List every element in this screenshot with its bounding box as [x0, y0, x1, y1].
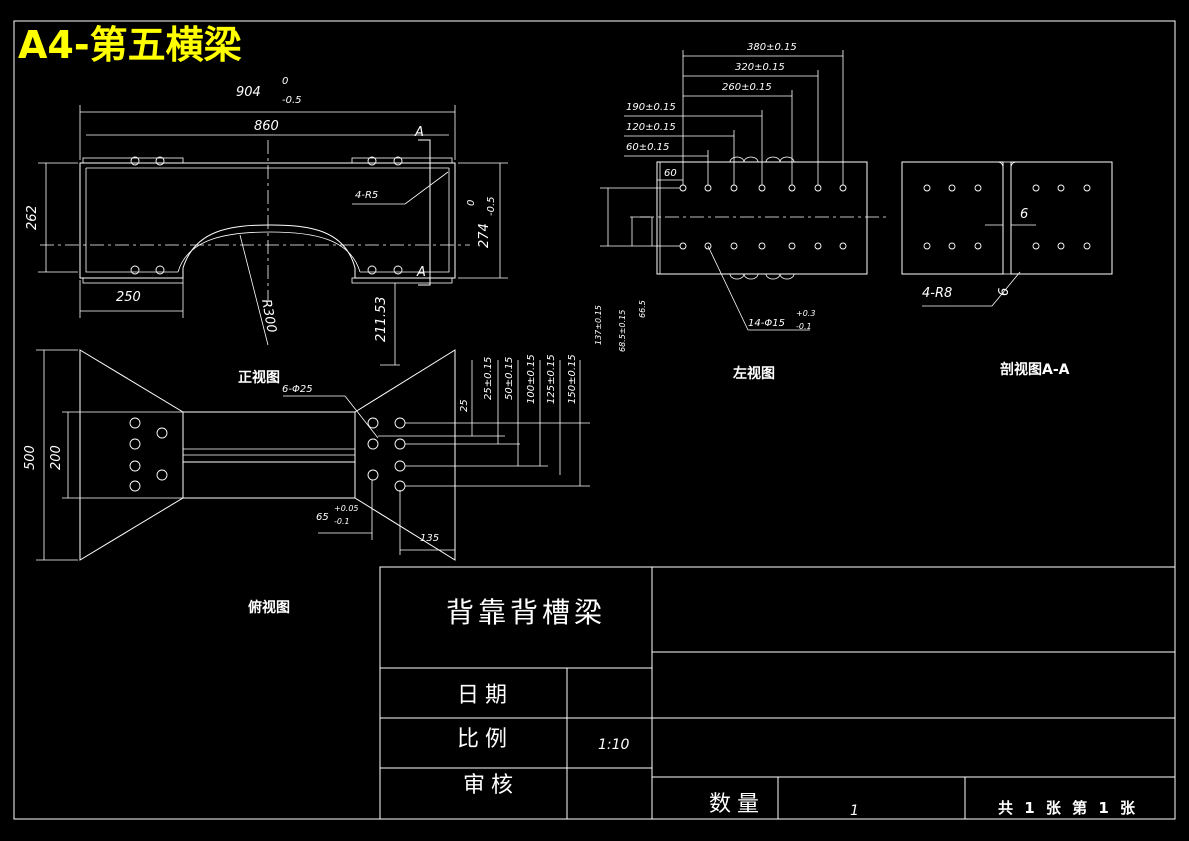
- front-view-label: 正视图: [238, 369, 280, 386]
- dim-320: 320±0.15: [735, 62, 785, 73]
- dim-904-tol-lower: -0.5: [282, 95, 302, 106]
- dim-100-tol: 100±0.15: [526, 354, 537, 404]
- dim-380: 380±0.15: [747, 42, 797, 53]
- dim-274-tol-lower: -0.5: [486, 196, 497, 216]
- dim-65-tol-lower: -0.1: [334, 517, 350, 526]
- drawing-border: [13, 20, 1176, 820]
- review-label: 审核: [463, 773, 519, 798]
- dim-25-tol: 25±0.15: [483, 357, 494, 400]
- scale-label: 比例: [457, 727, 513, 752]
- dim-65: 65: [316, 512, 329, 523]
- sheet-title: A4-第五横梁: [18, 23, 242, 67]
- dim-14-phi15-tol-upper: +0.3: [796, 309, 815, 318]
- date-label: 日期: [457, 683, 513, 708]
- dim-60-tol: 60±0.15: [626, 142, 669, 153]
- dim-904-tol-upper: 0: [282, 76, 288, 87]
- dim-190: 190±0.15: [626, 102, 676, 113]
- dim-thickness: 6: [1020, 207, 1028, 222]
- dim-904: 904: [236, 85, 261, 100]
- dim-6-phi25: 6-Φ25: [282, 384, 313, 395]
- dim-60: 60: [664, 168, 677, 179]
- front-view: A A 904 0 -0.5 860 262 274 0 -0.5 250 R3…: [25, 76, 508, 386]
- dim-14-phi15: 14-Φ15: [748, 318, 785, 329]
- dim-66-5: 66.5: [638, 300, 647, 318]
- left-view-label: 左视图: [732, 365, 775, 382]
- top-view-label: 俯视图: [248, 599, 290, 616]
- dim-150-tol: 150±0.15: [567, 354, 578, 404]
- dim-65-tol-upper: +0.05: [334, 504, 359, 513]
- top-view: 500 200 6-Φ25 25 25±0.15 50±0.15 100±0.1…: [23, 349, 590, 616]
- dim-274: 274: [477, 223, 492, 248]
- dim-14-phi15-tol-lower: -0.1: [796, 322, 812, 331]
- dim-211-53: 211.53: [374, 297, 389, 343]
- dim-500: 500: [23, 445, 38, 470]
- dim-200: 200: [49, 445, 64, 470]
- scale-value: 1:10: [598, 737, 630, 753]
- dim-274-tol-upper: 0: [466, 200, 477, 206]
- dim-4-r8: 4-R8: [922, 286, 952, 301]
- left-view: 380±0.15 320±0.15 260±0.15 190±0.15 120±…: [594, 42, 888, 382]
- dim-50-tol: 50±0.15: [504, 357, 515, 400]
- title-block: 背靠背槽梁 日期 比例 1:10 审核 数量 1 共 1 张 第 1 张: [379, 566, 1176, 820]
- section-view: 6 4-R8 6 剖视图A-A: [901, 161, 1113, 378]
- section-mark-top: A: [414, 125, 424, 140]
- dim-125-tol: 125±0.15: [546, 354, 557, 404]
- dim-thickness-2: 6: [997, 288, 1012, 296]
- qty-value: 1: [850, 803, 859, 819]
- dim-137: 137±0.15: [594, 305, 603, 345]
- dim-25: 25: [459, 399, 470, 412]
- qty-label: 数量: [709, 792, 765, 817]
- dim-r300: R300: [258, 298, 279, 334]
- dim-250: 250: [116, 290, 141, 305]
- sheet-count: 共 1 张 第 1 张: [998, 799, 1138, 817]
- part-name: 背靠背槽梁: [446, 596, 606, 629]
- section-mark-bottom: A: [416, 265, 426, 280]
- dim-260: 260±0.15: [722, 82, 772, 93]
- dim-860: 860: [254, 119, 279, 134]
- dim-135: 135: [420, 533, 439, 544]
- section-view-label: 剖视图A-A: [1000, 361, 1070, 378]
- dim-68-5: 68.5±0.15: [618, 310, 627, 352]
- dim-4-r5: 4-R5: [355, 190, 378, 201]
- dim-120: 120±0.15: [626, 122, 676, 133]
- dim-262: 262: [25, 205, 40, 230]
